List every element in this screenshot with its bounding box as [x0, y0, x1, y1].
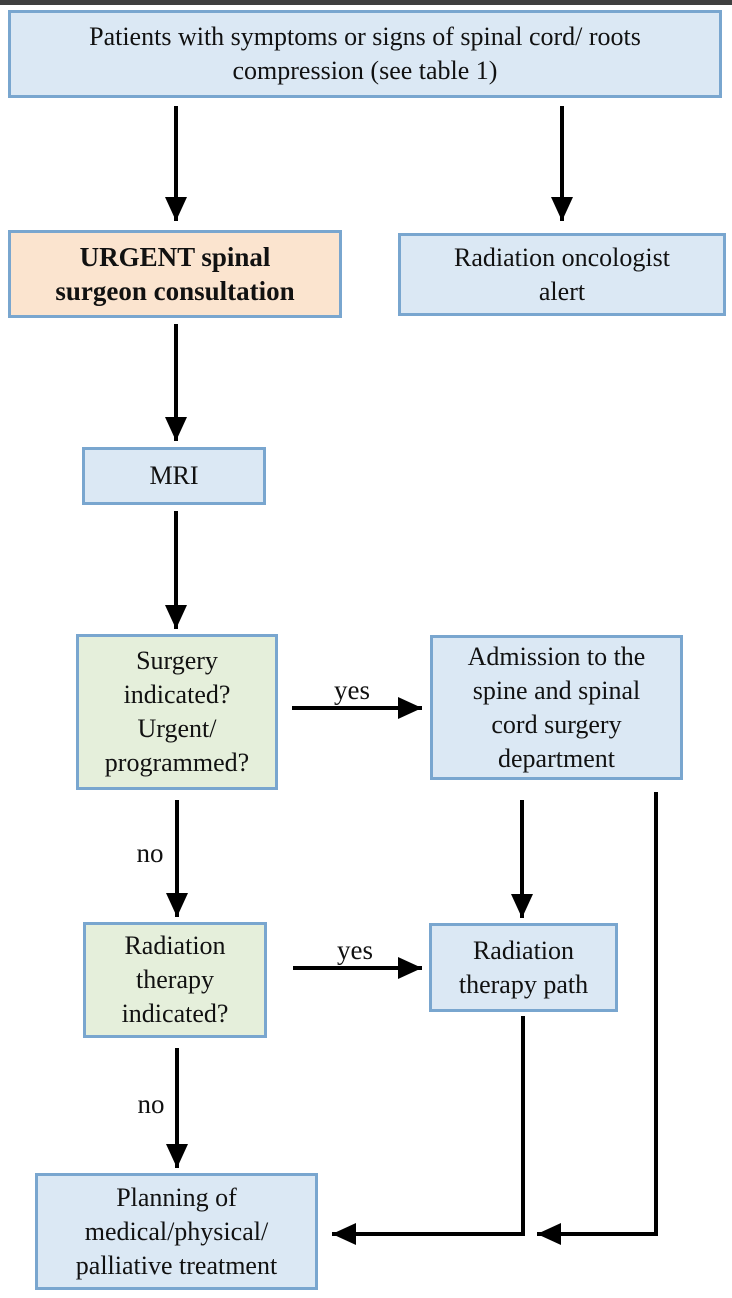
- edge-label-surgery-yes: yes: [334, 675, 370, 705]
- node-radiation-oncologist-alert: Radiation oncologist alert: [398, 233, 726, 316]
- arrow-admission-to-planning: [537, 792, 658, 1245]
- edge-label-rt-yes: yes: [337, 935, 373, 965]
- node-surgery-indicated-question: Surgery indicated? Urgent/ programmed?: [76, 634, 278, 790]
- node-label: Radiation oncologist alert: [454, 242, 670, 306]
- node-patients: Patients with symptoms or signs of spina…: [8, 10, 722, 98]
- figure-top-border: [0, 0, 732, 5]
- node-label: Radiation therapy indicated?: [121, 931, 229, 1028]
- node-label: Surgery indicated? Urgent/ programmed?: [104, 646, 250, 777]
- node-admission-spine-surgery-department: Admission to the spine and spinal cord s…: [430, 635, 683, 780]
- node-urgent-spinal-surgeon-consultation: URGENT spinal surgeon consultation: [8, 230, 342, 318]
- node-label: Patients with symptoms or signs of spina…: [89, 22, 641, 85]
- edge-label-surgery-no: no: [136, 838, 164, 868]
- node-label: MRI: [149, 461, 199, 490]
- node-label: URGENT spinal surgeon consultation: [55, 242, 295, 306]
- node-mri: MRI: [82, 447, 266, 505]
- node-planning-treatment: Planning of medical/physical/ palliative…: [35, 1173, 318, 1290]
- node-radiation-therapy-indicated-question: Radiation therapy indicated?: [83, 922, 267, 1038]
- edge-label-rt-no: no: [137, 1089, 165, 1119]
- node-label: Radiation therapy path: [458, 935, 589, 999]
- node-label: Planning of medical/physical/ palliative…: [75, 1182, 278, 1280]
- node-radiation-therapy-path: Radiation therapy path: [429, 923, 618, 1012]
- node-label: Admission to the spine and spinal cord s…: [467, 641, 646, 773]
- arrow-rt-path-to-planning: [332, 1016, 525, 1245]
